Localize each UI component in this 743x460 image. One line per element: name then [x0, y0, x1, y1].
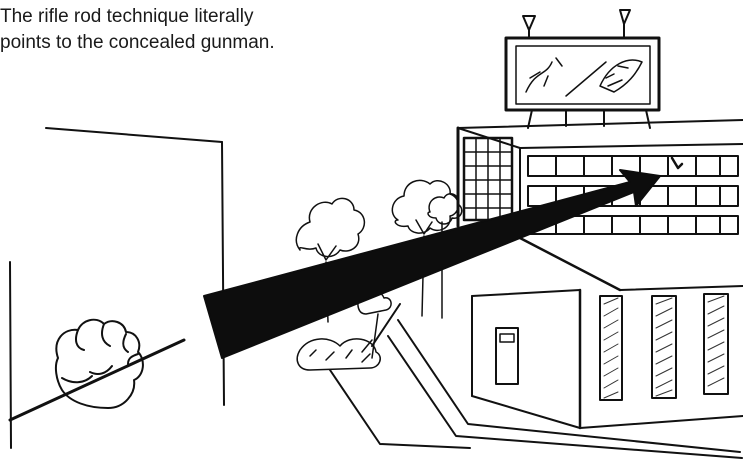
lower-building [472, 238, 743, 428]
billboard [506, 10, 659, 128]
window-frame [10, 128, 224, 448]
caption: The rifle rod technique literally points… [0, 4, 400, 56]
caption-line-2: points to the concealed gunman. [0, 30, 400, 56]
direction-arrow [204, 170, 660, 358]
caption-line-1: The rifle rod technique literally [0, 4, 400, 30]
walkway [330, 304, 742, 458]
